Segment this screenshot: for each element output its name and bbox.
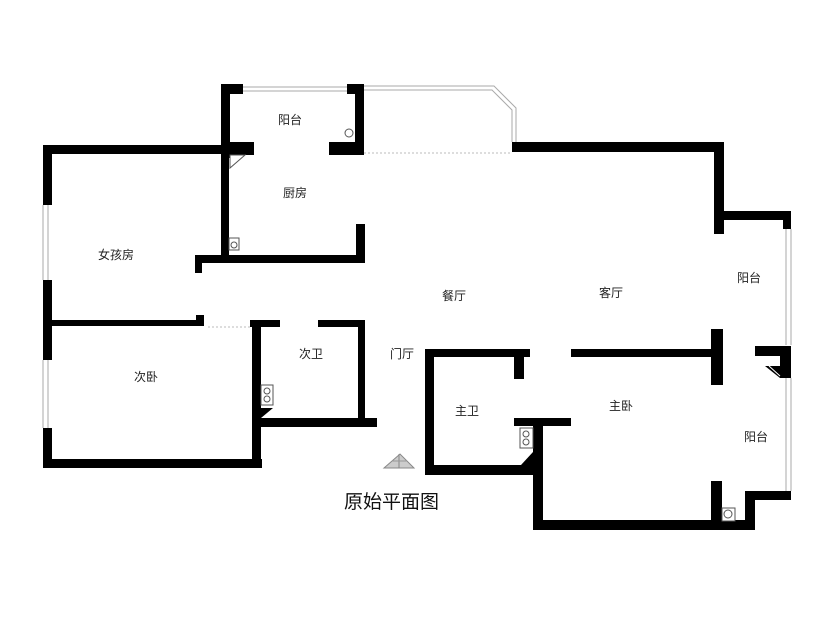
wall [252,320,261,468]
floor-drain-icon [344,128,354,138]
floor-drain-icon [522,430,530,438]
fixtures [228,128,781,522]
label-master-bath: 主卫 [455,404,479,418]
room-labels: 阳台 厨房 女孩房 餐厅 客厅 阳台 次卧 次卫 门厅 主卫 主卧 阳台 [98,112,768,444]
floor-drain-icon [723,509,733,519]
wall [714,142,724,234]
label-balcony-right-top: 阳台 [737,270,761,285]
wall [252,418,377,427]
wall [43,280,52,360]
plan-title: 原始平面图 [344,491,439,513]
walls [43,84,791,530]
wall [783,211,791,229]
wall [43,145,230,154]
floor-drain-icon [263,395,271,403]
floor-drain-icon [522,438,530,446]
wall [425,465,535,475]
wall [533,418,543,530]
wall [43,459,262,468]
wall [571,349,723,357]
wall [250,320,280,327]
wall [355,84,364,155]
wall [514,349,524,379]
window-lines [42,85,792,491]
wall [745,491,755,530]
wall [745,491,791,500]
wall [755,346,791,356]
wall [329,142,364,155]
wall [195,255,202,273]
label-balcony-top: 阳台 [278,112,302,127]
label-second-bedroom: 次卧 [134,370,158,384]
label-kitchen: 厨房 [283,185,307,200]
wall [714,211,791,220]
duct-icon [765,366,780,378]
wall [195,255,365,263]
floor-drain-icon [263,387,271,395]
duct-icon [521,452,533,465]
label-balcony-right-bottom: 阳台 [744,429,768,444]
label-girls-room: 女孩房 [98,247,134,262]
wall [425,349,530,357]
duct-icon [229,154,247,170]
wall [221,84,230,158]
wall [780,346,791,378]
duct-icon [768,365,781,377]
wall [711,329,723,385]
entrance-arrow-icon [382,453,416,469]
label-second-bath: 次卫 [299,347,323,361]
wall [512,142,724,152]
floor-drain-icon [230,241,238,249]
wall [425,349,434,475]
duct-icon [261,408,273,418]
wall [356,224,365,263]
label-master-bedroom: 主卧 [609,399,633,413]
wall [221,84,243,94]
label-foyer: 门厅 [390,346,414,361]
wall [196,315,204,326]
wall [358,320,365,424]
label-living: 客厅 [599,285,623,300]
wall [318,320,365,327]
wall [52,320,204,326]
wall [221,150,229,263]
wall [43,145,52,205]
wall [43,428,52,468]
wall [533,520,755,530]
wall [711,481,722,530]
label-dining: 餐厅 [442,288,466,303]
